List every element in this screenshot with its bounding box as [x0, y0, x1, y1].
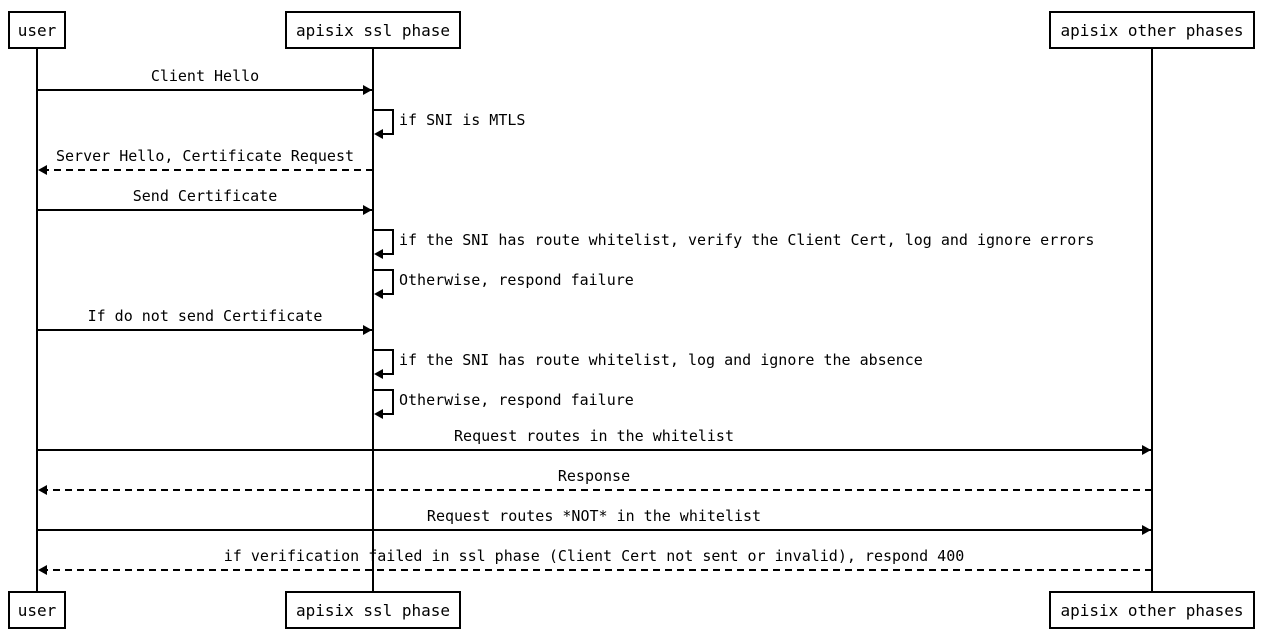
self-message-loop-0: [373, 109, 394, 135]
participant-footer-ssl[interactable]: apisix ssl phase: [285, 591, 461, 629]
self-message-arrowhead-2: [374, 289, 383, 299]
message-arrowhead-0: [363, 85, 372, 95]
self-message-loop-1: [373, 229, 394, 255]
self-message-arrowhead-3: [374, 369, 383, 379]
self-message-loop-2: [373, 269, 394, 295]
participant-header-user[interactable]: user: [8, 11, 66, 49]
participant-footer-ssl-label: apisix ssl phase: [295, 600, 451, 620]
message-arrowhead-3: [363, 325, 372, 335]
participant-footer-other-label: apisix other phases: [1060, 600, 1244, 620]
participant-header-other[interactable]: apisix other phases: [1049, 11, 1255, 49]
self-message-label-if-sni-is-mtls: if SNI is MTLS: [399, 111, 526, 129]
message-label-client-hello: Client Hello: [150, 67, 260, 85]
message-arrows-group: [37, 85, 1152, 575]
participant-header-other-label: apisix other phases: [1060, 20, 1244, 40]
participant-footer-user-label: user: [17, 600, 57, 620]
message-arrowhead-4: [1142, 445, 1151, 455]
message-label-response: Response: [557, 467, 631, 485]
self-message-label-otherwise-respond-failure-2: Otherwise, respond failure: [399, 391, 634, 409]
self-message-arrowhead-0: [374, 129, 383, 139]
participant-footer-other[interactable]: apisix other phases: [1049, 591, 1255, 629]
message-label-verification-failed-respond-400: if verification failed in ssl phase (Cli…: [223, 547, 965, 565]
participant-header-user-label: user: [17, 20, 57, 40]
message-arrowhead-6: [1142, 525, 1151, 535]
message-arrowhead-5: [38, 485, 47, 495]
message-label-send-certificate: Send Certificate: [132, 187, 278, 205]
participant-footer-user[interactable]: user: [8, 591, 66, 629]
message-arrowhead-2: [363, 205, 372, 215]
message-label-request-routes-in-whitelist: Request routes in the whitelist: [454, 427, 734, 445]
self-message-label-verify-client-cert: if the SNI has route whitelist, verify t…: [399, 231, 1095, 249]
participant-header-ssl-label: apisix ssl phase: [295, 20, 451, 40]
self-message-arrowhead-4: [374, 409, 383, 419]
self-message-label-log-ignore-absence: if the SNI has route whitelist, log and …: [399, 351, 923, 369]
message-arrowhead-1: [38, 165, 47, 175]
message-arrowhead-7: [38, 565, 47, 575]
self-message-arrowhead-1: [374, 249, 383, 259]
participant-header-ssl[interactable]: apisix ssl phase: [285, 11, 461, 49]
message-label-server-hello-certificate-request: Server Hello, Certificate Request: [55, 147, 355, 165]
self-message-loop-3: [373, 349, 394, 375]
lifelines-group: [36, 49, 1153, 591]
message-label-request-routes-not-in-whitelist: Request routes *NOT* in the whitelist: [426, 507, 762, 525]
self-message-loops-group: [373, 109, 394, 419]
self-message-loop-4: [373, 389, 394, 415]
message-label-if-do-not-send-certificate: If do not send Certificate: [87, 307, 323, 325]
self-message-label-otherwise-respond-failure-1: Otherwise, respond failure: [399, 271, 634, 289]
